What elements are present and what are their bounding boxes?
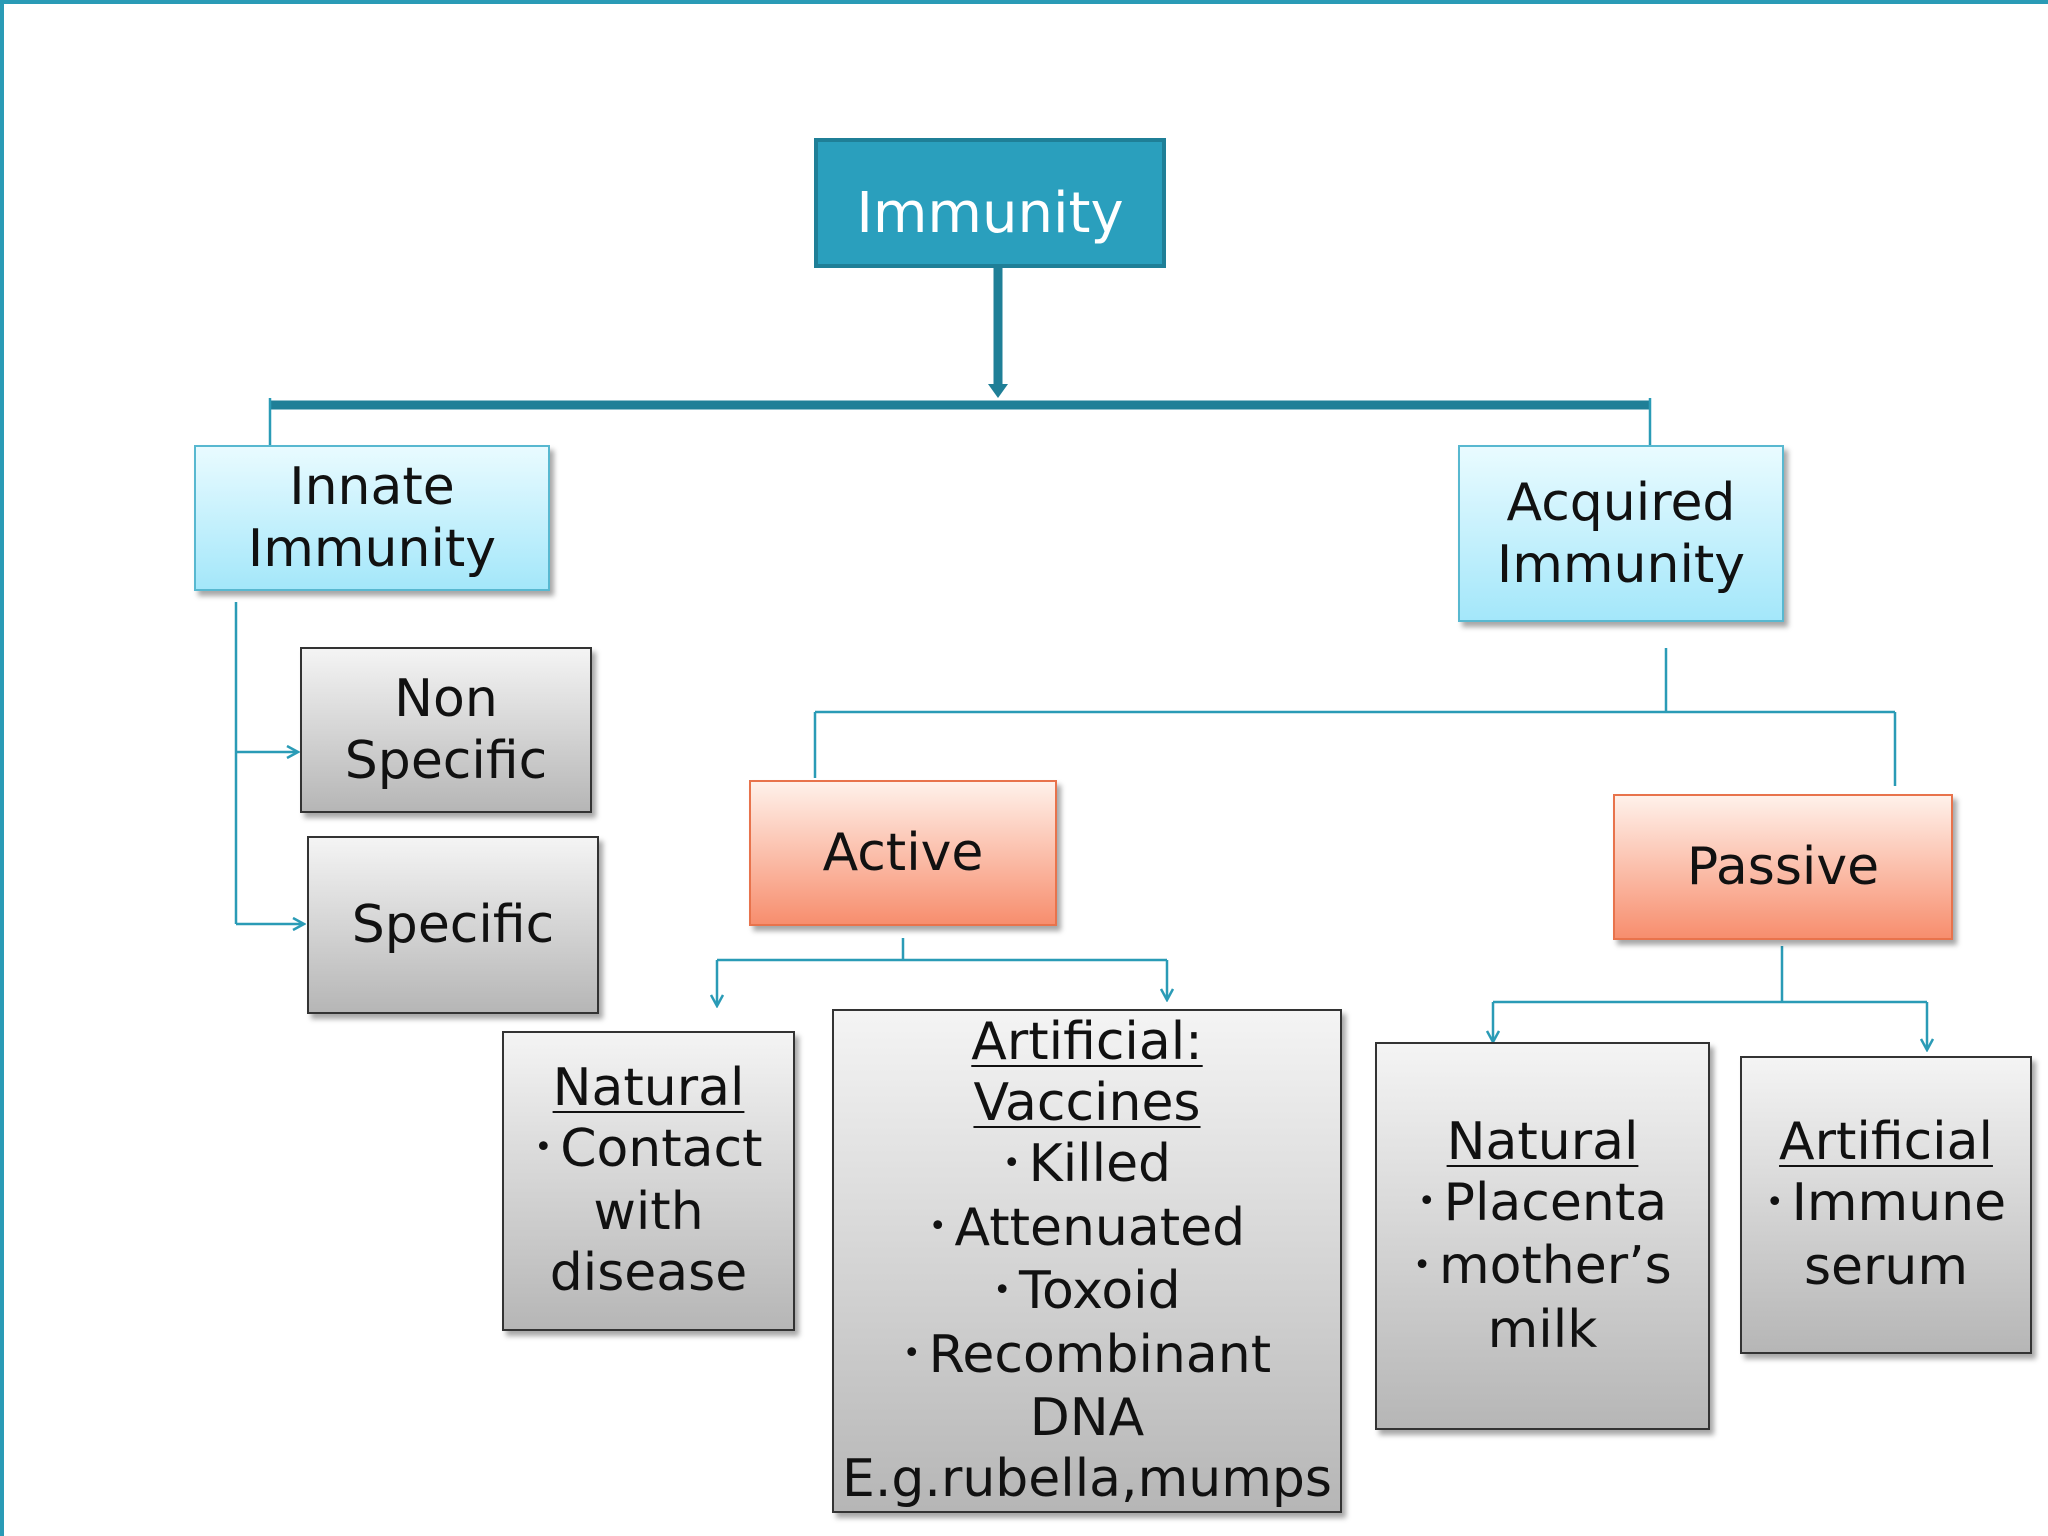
specific-label: Specific: [351, 895, 555, 955]
non-specific-box: Non Specific: [300, 647, 592, 813]
passive-box: Passive: [1613, 794, 1953, 940]
immunity-root-box: Immunity: [814, 138, 1166, 268]
active-natural-item-1-cont2: disease: [549, 1243, 748, 1304]
innate-line1: Innate: [289, 457, 455, 517]
active-label: Active: [822, 823, 984, 883]
vaccines-title-line1: Artificial:: [971, 1012, 1203, 1072]
passive-natural-item-milk-cont: milk: [1487, 1299, 1598, 1360]
vaccine-item-attenuated: Attenuated: [929, 1198, 1246, 1262]
vaccine-item-toxoid: Toxoid: [993, 1261, 1181, 1325]
active-natural-item-1: Contact: [534, 1119, 762, 1183]
passive-label: Passive: [1686, 837, 1880, 897]
non-specific-line2: Specific: [344, 731, 548, 791]
specific-box: Specific: [307, 836, 599, 1014]
active-natural-box: Natural Contact with disease: [502, 1031, 795, 1331]
passive-artificial-title: Artificial: [1779, 1112, 1993, 1173]
immunity-root-label: Immunity: [856, 180, 1124, 246]
acquired-line2: Immunity: [1496, 534, 1746, 595]
active-artificial-box: Artificial: Vaccines Killed Attenuated T…: [832, 1009, 1342, 1513]
active-natural-item-1-cont1: with: [593, 1182, 704, 1243]
passive-artificial-item-serum: Immune: [1766, 1173, 2007, 1237]
innate-line2: Immunity: [247, 519, 497, 579]
acquired-line1: Acquired: [1506, 472, 1736, 533]
vaccines-title-line2: Vaccines: [973, 1073, 1201, 1133]
passive-artificial-box: Artificial Immune serum: [1740, 1056, 2032, 1354]
active-box: Active: [749, 780, 1057, 926]
innate-immunity-box: Innate Immunity: [194, 445, 550, 591]
non-specific-line1: Non: [394, 669, 498, 729]
active-natural-title: Natural: [552, 1057, 745, 1118]
passive-artificial-item-serum-cont: serum: [1803, 1236, 1969, 1297]
acquired-immunity-box: Acquired Immunity: [1458, 445, 1784, 622]
passive-natural-box: Natural Placenta mother’s milk: [1375, 1042, 1710, 1430]
passive-natural-item-placenta: Placenta: [1418, 1173, 1667, 1237]
passive-natural-item-milk: mother’s: [1413, 1236, 1672, 1300]
root-arrowhead: [988, 384, 1008, 398]
vaccine-item-recombinant: Recombinant: [903, 1325, 1271, 1389]
passive-natural-title: Natural: [1446, 1111, 1639, 1172]
vaccine-example: E.g.rubella,mumps: [842, 1449, 1332, 1509]
vaccine-item-recombinant-cont: DNA: [1029, 1388, 1145, 1448]
vaccine-item-killed: Killed: [1003, 1134, 1171, 1198]
